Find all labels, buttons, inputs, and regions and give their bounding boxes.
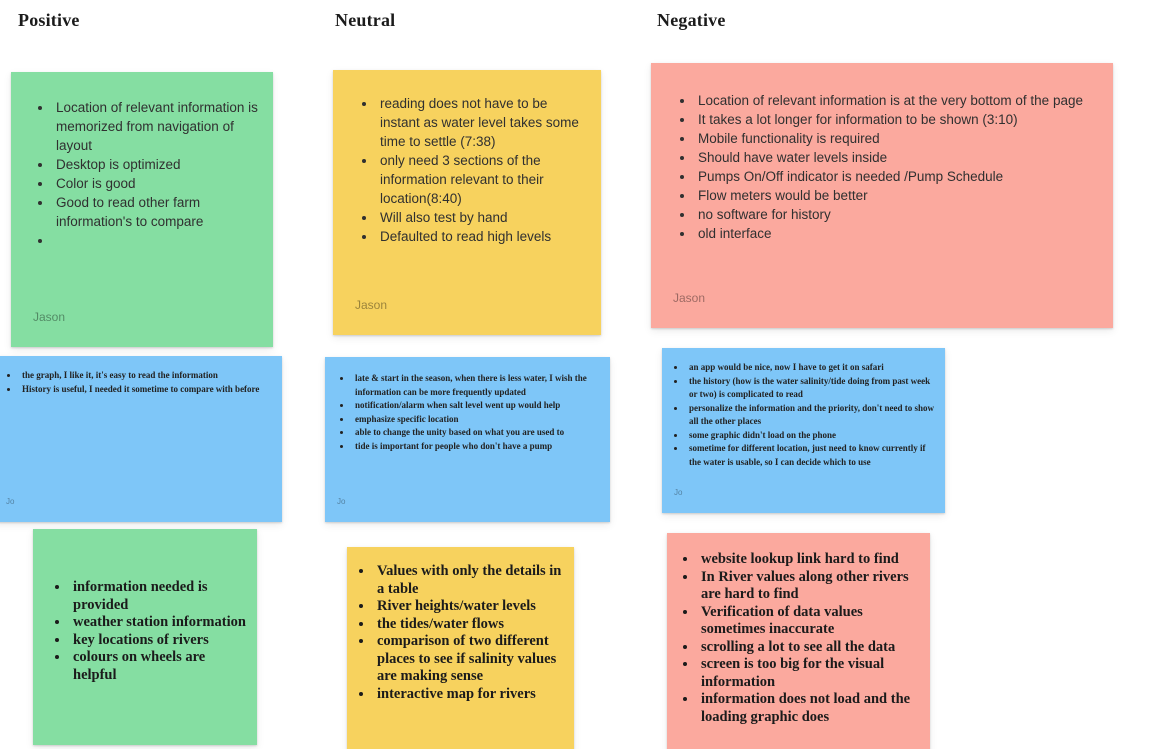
note-bullet-list: Location of relevant information is memo… — [37, 98, 261, 250]
bullet-item: Mobile functionality is required — [695, 129, 1093, 148]
bullet-item: only need 3 sections of the information … — [377, 151, 589, 208]
note-bullet-list: Values with only the details in a tableR… — [359, 563, 566, 703]
note-author: Jason — [355, 298, 388, 312]
bullet-item: interactive map for rivers — [374, 686, 566, 704]
note-bullet-list: reading does not have to be instant as w… — [361, 94, 589, 246]
bullet-item: scrolling a lot to see all the data — [698, 639, 922, 657]
bullet-item: late & start in the season, when there i… — [352, 372, 602, 399]
note-author: Jason — [673, 291, 706, 305]
bullet-item: information does not load and the loadin… — [698, 691, 922, 726]
note-author: Jo — [674, 487, 683, 497]
sticky-note-positive-jason[interactable]: Location of relevant information is memo… — [11, 72, 273, 347]
bullet-item: no software for history — [695, 205, 1093, 224]
note-bullet-list: information needed is providedweather st… — [55, 579, 251, 684]
sticky-note-negative-jo[interactable]: an app would be nice, now I have to get … — [662, 348, 945, 513]
bullet-item: weather station information — [70, 614, 251, 632]
bullet-item: information needed is provided — [70, 579, 251, 614]
bullet-item: Values with only the details in a table — [374, 563, 566, 598]
sticky-note-neutral-jo[interactable]: late & start in the season, when there i… — [325, 357, 610, 522]
note-bullet-list: an app would be nice, now I have to get … — [673, 361, 937, 469]
bullet-item: notification/alarm when salt level went … — [352, 399, 602, 413]
bullet-item: colours on wheels are helpful — [70, 649, 251, 684]
column-header-positive[interactable]: Positive — [18, 10, 80, 30]
bullet-item: Pumps On/Off indicator is needed /Pump S… — [695, 167, 1093, 186]
bullet-item: the graph, I like it, it's easy to read … — [19, 369, 272, 383]
sticky-note-neutral-jason[interactable]: reading does not have to be instant as w… — [333, 70, 601, 335]
bullet-item: Will also test by hand — [377, 208, 589, 227]
bullet-item: In River values along other rivers are h… — [698, 569, 922, 604]
bullet-item: screen is too big for the visual informa… — [698, 656, 922, 691]
bullet-item: an app would be nice, now I have to get … — [686, 361, 937, 375]
sticky-note-positive-bottom[interactable]: information needed is providedweather st… — [33, 529, 257, 745]
bullet-item — [53, 231, 261, 250]
note-bullet-list: website lookup link hard to findIn River… — [683, 551, 922, 726]
bullet-item: It takes a lot longer for information to… — [695, 110, 1093, 129]
bullet-item: Should have water levels inside — [695, 148, 1093, 167]
bullet-item: tide is important for people who don't h… — [352, 440, 602, 454]
note-bullet-list: late & start in the season, when there i… — [339, 372, 602, 453]
sticky-note-negative-bottom[interactable]: website lookup link hard to findIn River… — [667, 533, 930, 749]
bullet-item: emphasize specific location — [352, 413, 602, 427]
bullet-item: some graphic didn't load on the phone — [686, 429, 937, 443]
bullet-item: History is useful, I needed it sometime … — [19, 383, 272, 397]
bullet-item: able to change the unity based on what y… — [352, 426, 602, 440]
note-author: Jason — [33, 310, 66, 324]
bullet-item: reading does not have to be instant as w… — [377, 94, 589, 151]
sticky-note-negative-jason[interactable]: Location of relevant information is at t… — [651, 63, 1113, 328]
bullet-item: Desktop is optimized — [53, 155, 261, 174]
note-author: Jo — [6, 496, 15, 506]
bullet-item: comparison of two different places to se… — [374, 633, 566, 686]
bullet-item: Color is good — [53, 174, 261, 193]
bullet-item: key locations of rivers — [70, 632, 251, 650]
column-header-negative[interactable]: Negative — [657, 10, 726, 30]
bullet-item: Good to read other farm information's to… — [53, 193, 261, 231]
bullet-item: sometime for different location, just ne… — [686, 442, 937, 469]
bullet-item: the history (how is the water salinity/t… — [686, 375, 937, 402]
bullet-item: old interface — [695, 224, 1093, 243]
bullet-item: the tides/water flows — [374, 616, 566, 634]
sticky-note-neutral-bottom[interactable]: Values with only the details in a tableR… — [347, 547, 574, 749]
bullet-item: Defaulted to read high levels — [377, 227, 589, 246]
note-bullet-list: Location of relevant information is at t… — [679, 91, 1093, 243]
column-header-neutral[interactable]: Neutral — [335, 10, 396, 30]
bullet-item: Location of relevant information is at t… — [695, 91, 1093, 110]
bullet-item: Location of relevant information is memo… — [53, 98, 261, 155]
bullet-item: River heights/water levels — [374, 598, 566, 616]
bullet-item: Verification of data values sometimes in… — [698, 604, 922, 639]
bullet-item: website lookup link hard to find — [698, 551, 922, 569]
sticky-note-positive-jo[interactable]: the graph, I like it, it's easy to read … — [0, 356, 282, 522]
bullet-item: personalize the information and the prio… — [686, 402, 937, 429]
bullet-item: Flow meters would be better — [695, 186, 1093, 205]
note-bullet-list: the graph, I like it, it's easy to read … — [6, 369, 272, 396]
note-author: Jo — [337, 496, 346, 506]
